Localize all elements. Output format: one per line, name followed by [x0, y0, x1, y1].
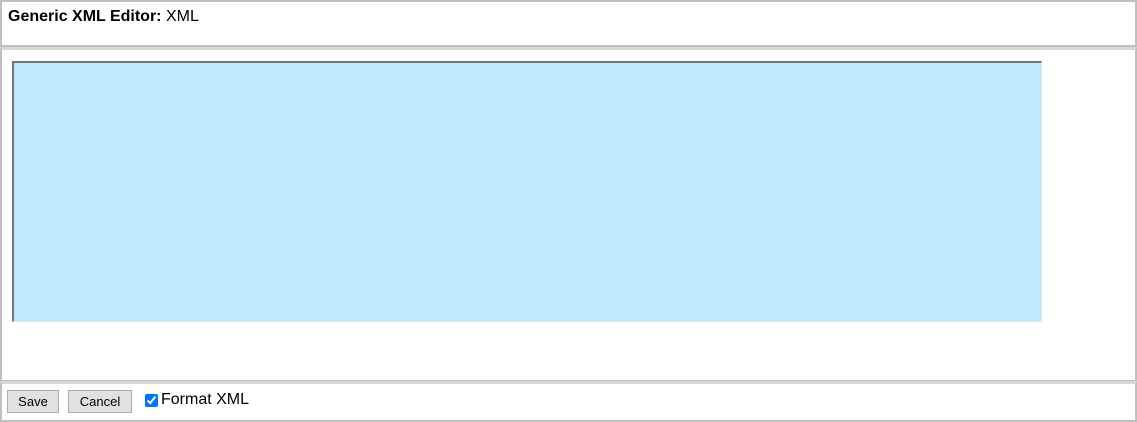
save-button[interactable]: Save	[7, 390, 59, 413]
title-value: XML	[165, 8, 199, 25]
format-xml-label: Format XML	[161, 391, 250, 408]
editor-header: Generic XML Editor: XML	[0, 0, 1137, 47]
xml-editor-textarea[interactable]	[12, 61, 1042, 322]
format-xml-option[interactable]: Format XML	[145, 391, 249, 409]
cancel-button[interactable]: Cancel	[68, 390, 132, 413]
page-title: Generic XML Editor: XML	[8, 8, 199, 26]
editor-footer	[0, 381, 1137, 422]
format-xml-checkbox[interactable]	[145, 393, 158, 407]
title-label: Generic XML Editor:	[8, 8, 162, 25]
